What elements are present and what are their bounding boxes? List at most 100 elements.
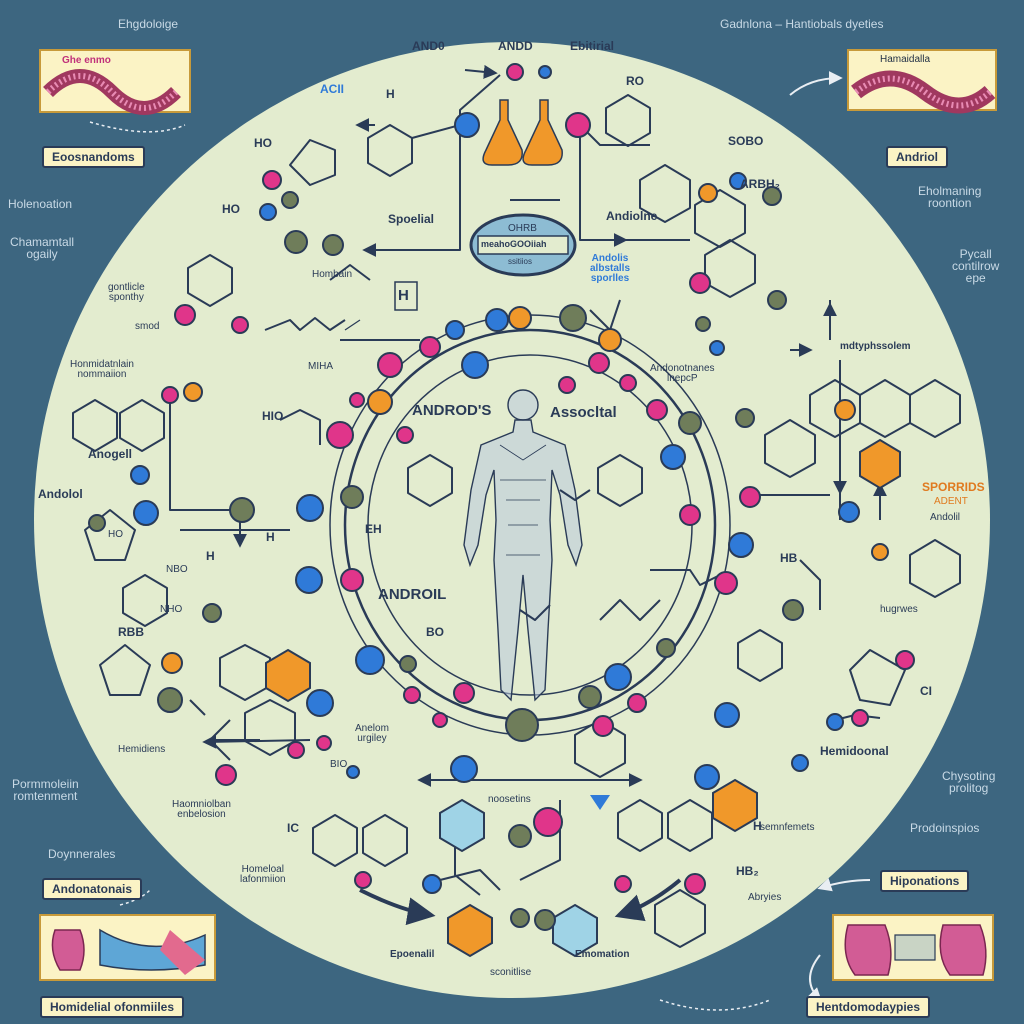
label-homeloal: Homeloal lafonmiion	[240, 864, 286, 885]
outer-label-left-4: Doynnerales	[48, 847, 116, 861]
label-ro: RO	[626, 74, 644, 88]
label-miha: MIHA	[308, 361, 333, 372]
symbol-rbb: RBB	[118, 625, 144, 639]
dashed-connector	[659, 999, 771, 1011]
outer-label-left-2: Chamamtall ogaily	[10, 235, 75, 261]
label-smod: smod	[135, 321, 160, 332]
symbol-nbo: NBO	[166, 564, 188, 575]
outer-label-right-1: Eholmaning roontion	[918, 184, 982, 210]
panel-top-left	[39, 49, 191, 115]
label-sporrids: SPORRIDS	[922, 480, 985, 494]
outer-label-right-2: Pycall contilrow epe	[952, 247, 1000, 285]
label-hemidoonal: Hemidoonal	[820, 744, 889, 758]
chip-top-right: Andriol	[886, 146, 948, 168]
symbol-ho-left: HO	[108, 529, 123, 540]
arrows	[202, 64, 887, 926]
symbol-ho: HO	[254, 136, 272, 150]
panel-bottom-left	[39, 914, 216, 981]
chip-bottom-left: Andonatonais	[42, 878, 142, 900]
symbol-h: H	[266, 530, 275, 544]
label-morphosolem: mdtyphssolem	[840, 341, 911, 352]
label-andonotnanes: Andonotnanes lnepcP	[650, 363, 715, 384]
label-semnfemets: semnfemets	[760, 822, 815, 833]
label-anelom: Anelom urgiley	[355, 723, 389, 744]
label-honmidatnlain: Honmidatnlain nommaiion	[70, 359, 134, 380]
symbol-nho: NHO	[160, 604, 183, 615]
molecule-mark-icon	[590, 795, 610, 820]
label-abryies: Abryies	[748, 892, 782, 903]
panel-top-right	[847, 49, 997, 114]
label-hb2: HB₂	[736, 864, 759, 878]
center-badge-line2: meahoGOOiiah	[481, 239, 547, 249]
symbol-eh: EH	[365, 522, 382, 536]
label-anogell: Anogell	[88, 447, 132, 461]
label-haomniolban: Haomniolban enbelosion	[172, 799, 231, 820]
orange-hexagon	[859, 438, 901, 490]
caption-bottom-right: Hentdomodaypies	[806, 996, 931, 1018]
label-hombain: Hombain	[312, 269, 353, 280]
outer-label-right-3: Chysoting prolitog	[942, 769, 996, 795]
label-andolil: Andolil	[930, 512, 961, 523]
label-hugrwes: hugrwes	[880, 604, 918, 615]
label-andolol: Andolol	[38, 487, 83, 501]
symbol-ho: HO	[222, 202, 240, 216]
outer-label-right-4: Prodoinspios	[910, 821, 980, 835]
label-epoenalil: Epoenalil	[390, 949, 435, 960]
dashed-connector	[89, 121, 186, 133]
label-emomation: Emomation	[575, 949, 630, 960]
title-top-right: Gadnlona – Hantiobals dyeties	[720, 17, 884, 31]
symbol-h: H	[398, 287, 409, 304]
label-hemidiens: Hemidiens	[118, 744, 166, 755]
label-androids: ANDROD'S	[412, 402, 492, 419]
label-acii: ACII	[320, 82, 344, 96]
symbol-hio: HIO	[262, 409, 284, 423]
arrow-top-right	[789, 71, 843, 96]
flask-icon	[522, 99, 563, 166]
center-badge-line1: OHRB	[508, 223, 537, 234]
center-badge-line3: ssitiios	[508, 257, 533, 266]
chip-top-left: Eoosnandoms	[42, 146, 145, 168]
atoms	[88, 63, 915, 931]
panel-top-left-text: Ghe enmo	[62, 55, 111, 66]
h-badge	[394, 281, 418, 311]
title-top-left: Ehgdoloige	[118, 17, 179, 31]
label-associal: Assocltal	[550, 404, 617, 421]
symbol-h: H	[386, 87, 395, 101]
label-androil: ANDROIL	[378, 586, 447, 603]
symbol-bio: BIO	[330, 759, 348, 770]
symbol-h: H	[206, 549, 215, 563]
panel-bottom-right	[832, 914, 994, 981]
label-andiolne: Andiolne	[606, 209, 658, 223]
label-noosetins: noosetins	[488, 794, 531, 805]
label-sconitlise: sconitlise	[490, 967, 532, 978]
symbol-ic: IC	[287, 821, 299, 835]
panel-top-right-text: Hamaidalla	[880, 54, 931, 65]
label-top-center-a: AND0	[412, 39, 445, 53]
caption-bottom-left: Homidelial ofonmiiles	[40, 996, 185, 1018]
label-spoelial: Spoelial	[388, 212, 435, 226]
orange-hexagon	[712, 778, 758, 833]
symbol-rh: HB	[780, 551, 798, 565]
outer-label-left-3: Pormmoleiin romtenment	[12, 777, 79, 803]
label-arbh: ARBH₂	[740, 177, 780, 191]
molecular-structures	[72, 74, 961, 948]
orange-hexagon	[447, 903, 493, 958]
arrow-bottom-right-2	[807, 954, 822, 1002]
chip-bottom-right: Hiponations	[880, 870, 970, 892]
arrow-bottom-right	[817, 877, 871, 892]
center-badge-band	[477, 235, 569, 255]
symbol-bo: BO	[426, 625, 444, 639]
flask-icon	[482, 99, 523, 166]
outer-label-left-1: Holenoation	[8, 197, 73, 211]
label-gontlicle: gontlicle sponthy	[108, 282, 145, 303]
label-andolis: Andolis albstalls sporlles	[590, 253, 631, 284]
label-top-center-b: ANDD	[498, 39, 533, 53]
label-sobo: SOBO	[728, 134, 764, 148]
symbol-ci: CI	[920, 684, 932, 698]
label-sporrids-sub: ADENT	[934, 496, 968, 507]
label-top-center-c: Ebitirial	[570, 39, 615, 53]
blue-hexagon	[439, 798, 485, 853]
human-figure-icon	[463, 389, 583, 702]
